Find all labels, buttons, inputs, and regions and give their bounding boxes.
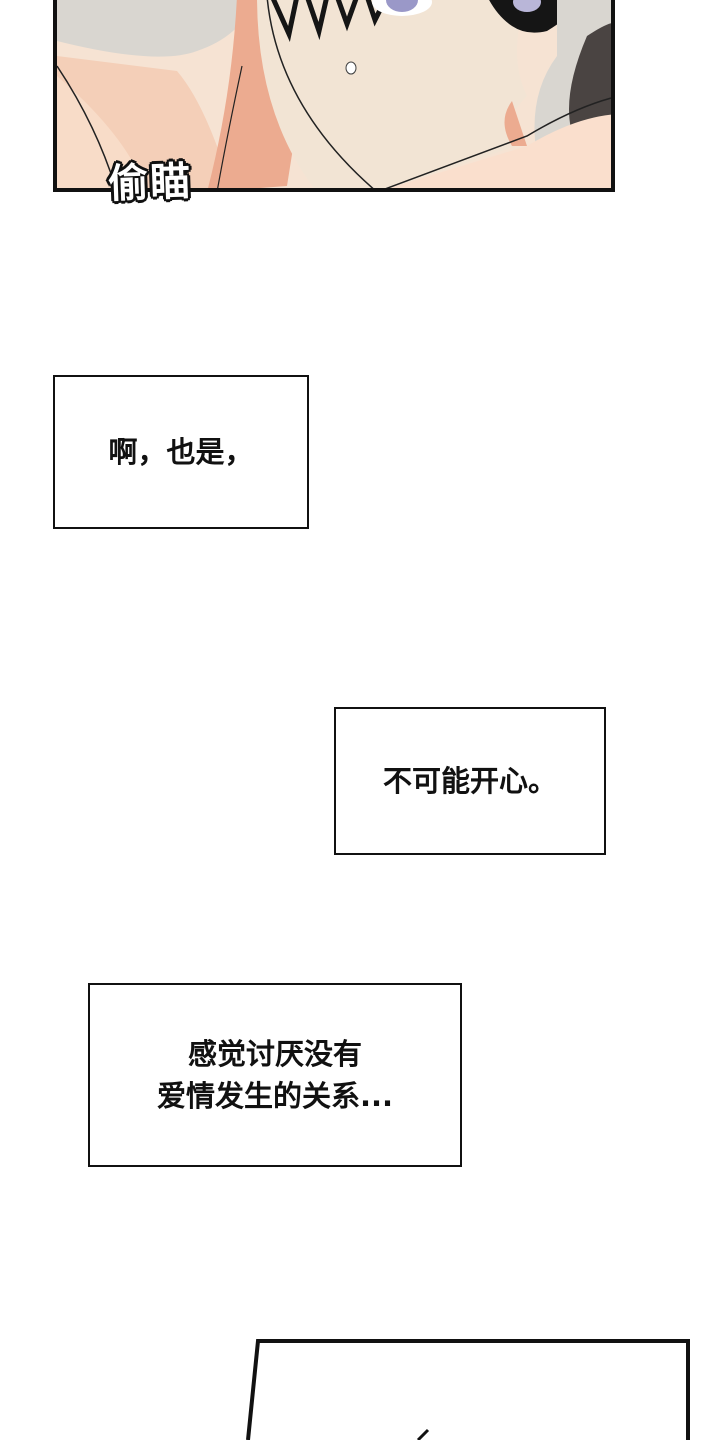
speech-text-2: 不可能开心。 [382,763,557,798]
speech-box-3: 感觉讨厌没有 爱情发生的关系... [88,983,462,1167]
speech-box-1: 啊，也是， [53,375,309,529]
comic-panel-top [53,0,615,192]
speech-text-3: 感觉讨厌没有 爱情发生的关系... [156,1036,394,1113]
comic-panel-next-partial [246,1339,690,1440]
character-closeup-illustration [57,0,611,188]
speech-text-1: 啊，也是， [108,434,254,469]
speech-box-2: 不可能开心。 [334,707,606,855]
sound-effect-text: 偷瞄 [107,158,193,208]
